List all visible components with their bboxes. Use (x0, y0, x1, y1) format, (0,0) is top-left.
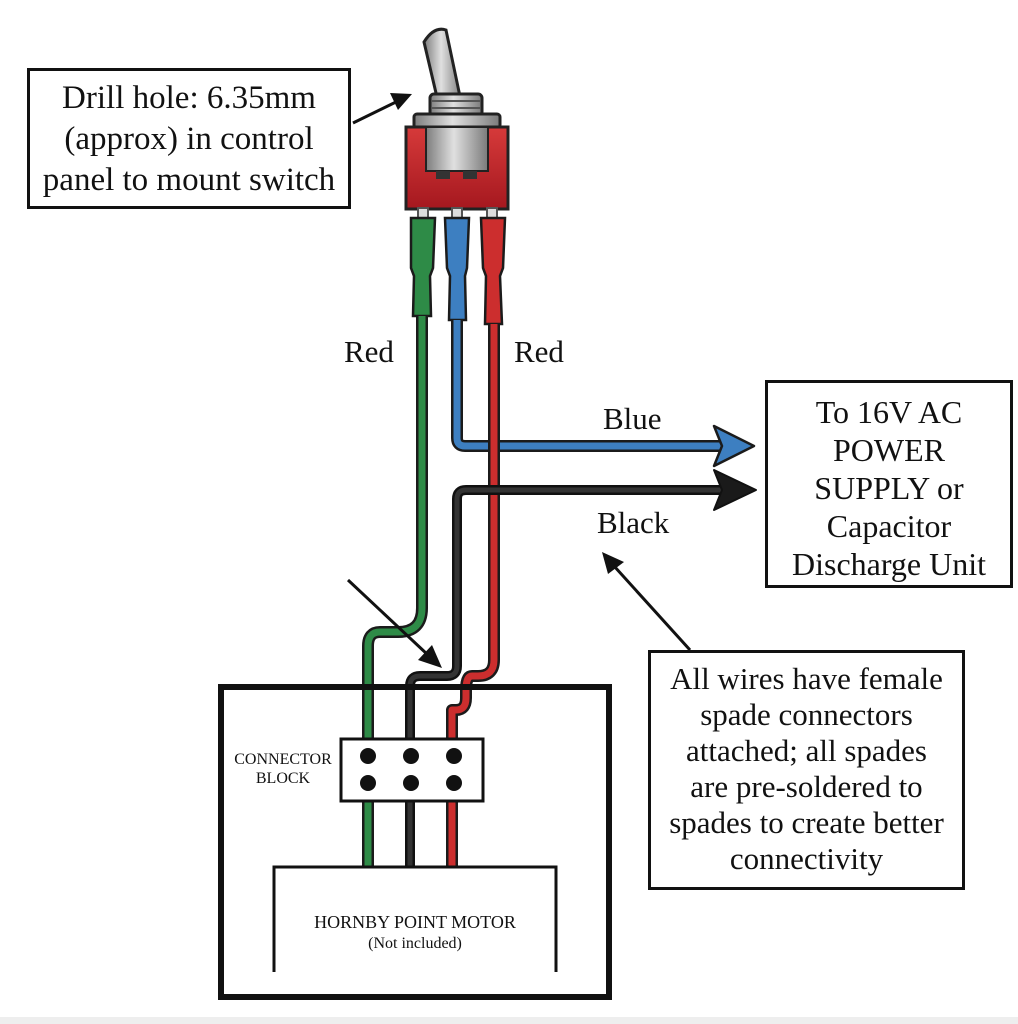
drill-hole-callout: Drill hole: 6.35mm (approx) in control p… (27, 68, 351, 209)
motor-housing (218, 684, 612, 1000)
hornby-motor-label: HORNBY POINT MOTOR (Not included) (276, 911, 554, 955)
wires (362, 316, 722, 870)
terminal-screw (360, 775, 376, 791)
connector-block-label-line: BLOCK (255, 770, 311, 787)
blue-arrow-head (712, 424, 756, 468)
power-supply-line: Capacitor (826, 508, 952, 544)
spade-pointer-arrow (612, 564, 692, 652)
terminal-screw (403, 748, 419, 764)
blue-wire (453, 320, 722, 450)
spade-note-line: connectivity (729, 841, 884, 876)
black-wire-label: Black (597, 505, 670, 540)
spade-connector-callout: All wires have female spade connectors a… (648, 650, 965, 890)
power-supply-line: POWER (833, 432, 945, 468)
connector-block (339, 737, 485, 803)
power-supply-callout: To 16V AC POWER SUPPLY or Capacitor Disc… (765, 380, 1013, 588)
spade-note-line: spade connectors (700, 697, 913, 732)
power-supply-line: To 16V AC (815, 394, 963, 430)
toggle-switch (404, 27, 510, 221)
terminal-screw (403, 775, 419, 791)
switch-plate (425, 126, 489, 172)
left-red-label: Red (344, 334, 394, 369)
spade-note-line: are pre-soldered to (690, 769, 923, 804)
junction-pointer-arrow (346, 578, 430, 657)
motor-note: (Not included) (368, 935, 462, 952)
terminal-screw (446, 748, 462, 764)
red-sleeve (479, 216, 507, 326)
spade-note-line: spades to create better (669, 805, 944, 840)
red-wire (448, 324, 498, 870)
power-supply-line: Discharge Unit (791, 546, 987, 582)
bottom-strip (0, 1017, 1018, 1024)
black-wire (407, 487, 722, 870)
blue-wire-label: Blue (603, 401, 662, 436)
power-supply-line: SUPPLY or (814, 470, 964, 506)
motor-name: HORNBY POINT MOTOR (314, 912, 516, 932)
black-arrow-head (713, 469, 757, 511)
pointer-arrows (346, 93, 692, 668)
spade-note-line: attached; all spades (685, 733, 927, 768)
connector-block-label-line: CONNECTOR (234, 751, 332, 768)
terminal-screw (446, 775, 462, 791)
drill-hole-line: Drill hole: 6.35mm (62, 80, 316, 116)
terminal-screw (360, 748, 376, 764)
drill-hole-line: panel to mount switch (42, 162, 336, 198)
blue-sleeve (443, 216, 471, 322)
drill-hole-line: (approx) in control (64, 121, 314, 157)
right-red-label: Red (514, 334, 564, 369)
hornby-motor-box (272, 865, 558, 972)
connector-block-label: CONNECTOR BLOCK (228, 750, 338, 788)
green-wire (364, 316, 426, 870)
green-sleeve (409, 216, 437, 318)
drill-pointer-arrow (352, 99, 399, 125)
spade-note-line: All wires have female (670, 661, 943, 696)
heat-shrink-sleeves (409, 216, 507, 326)
